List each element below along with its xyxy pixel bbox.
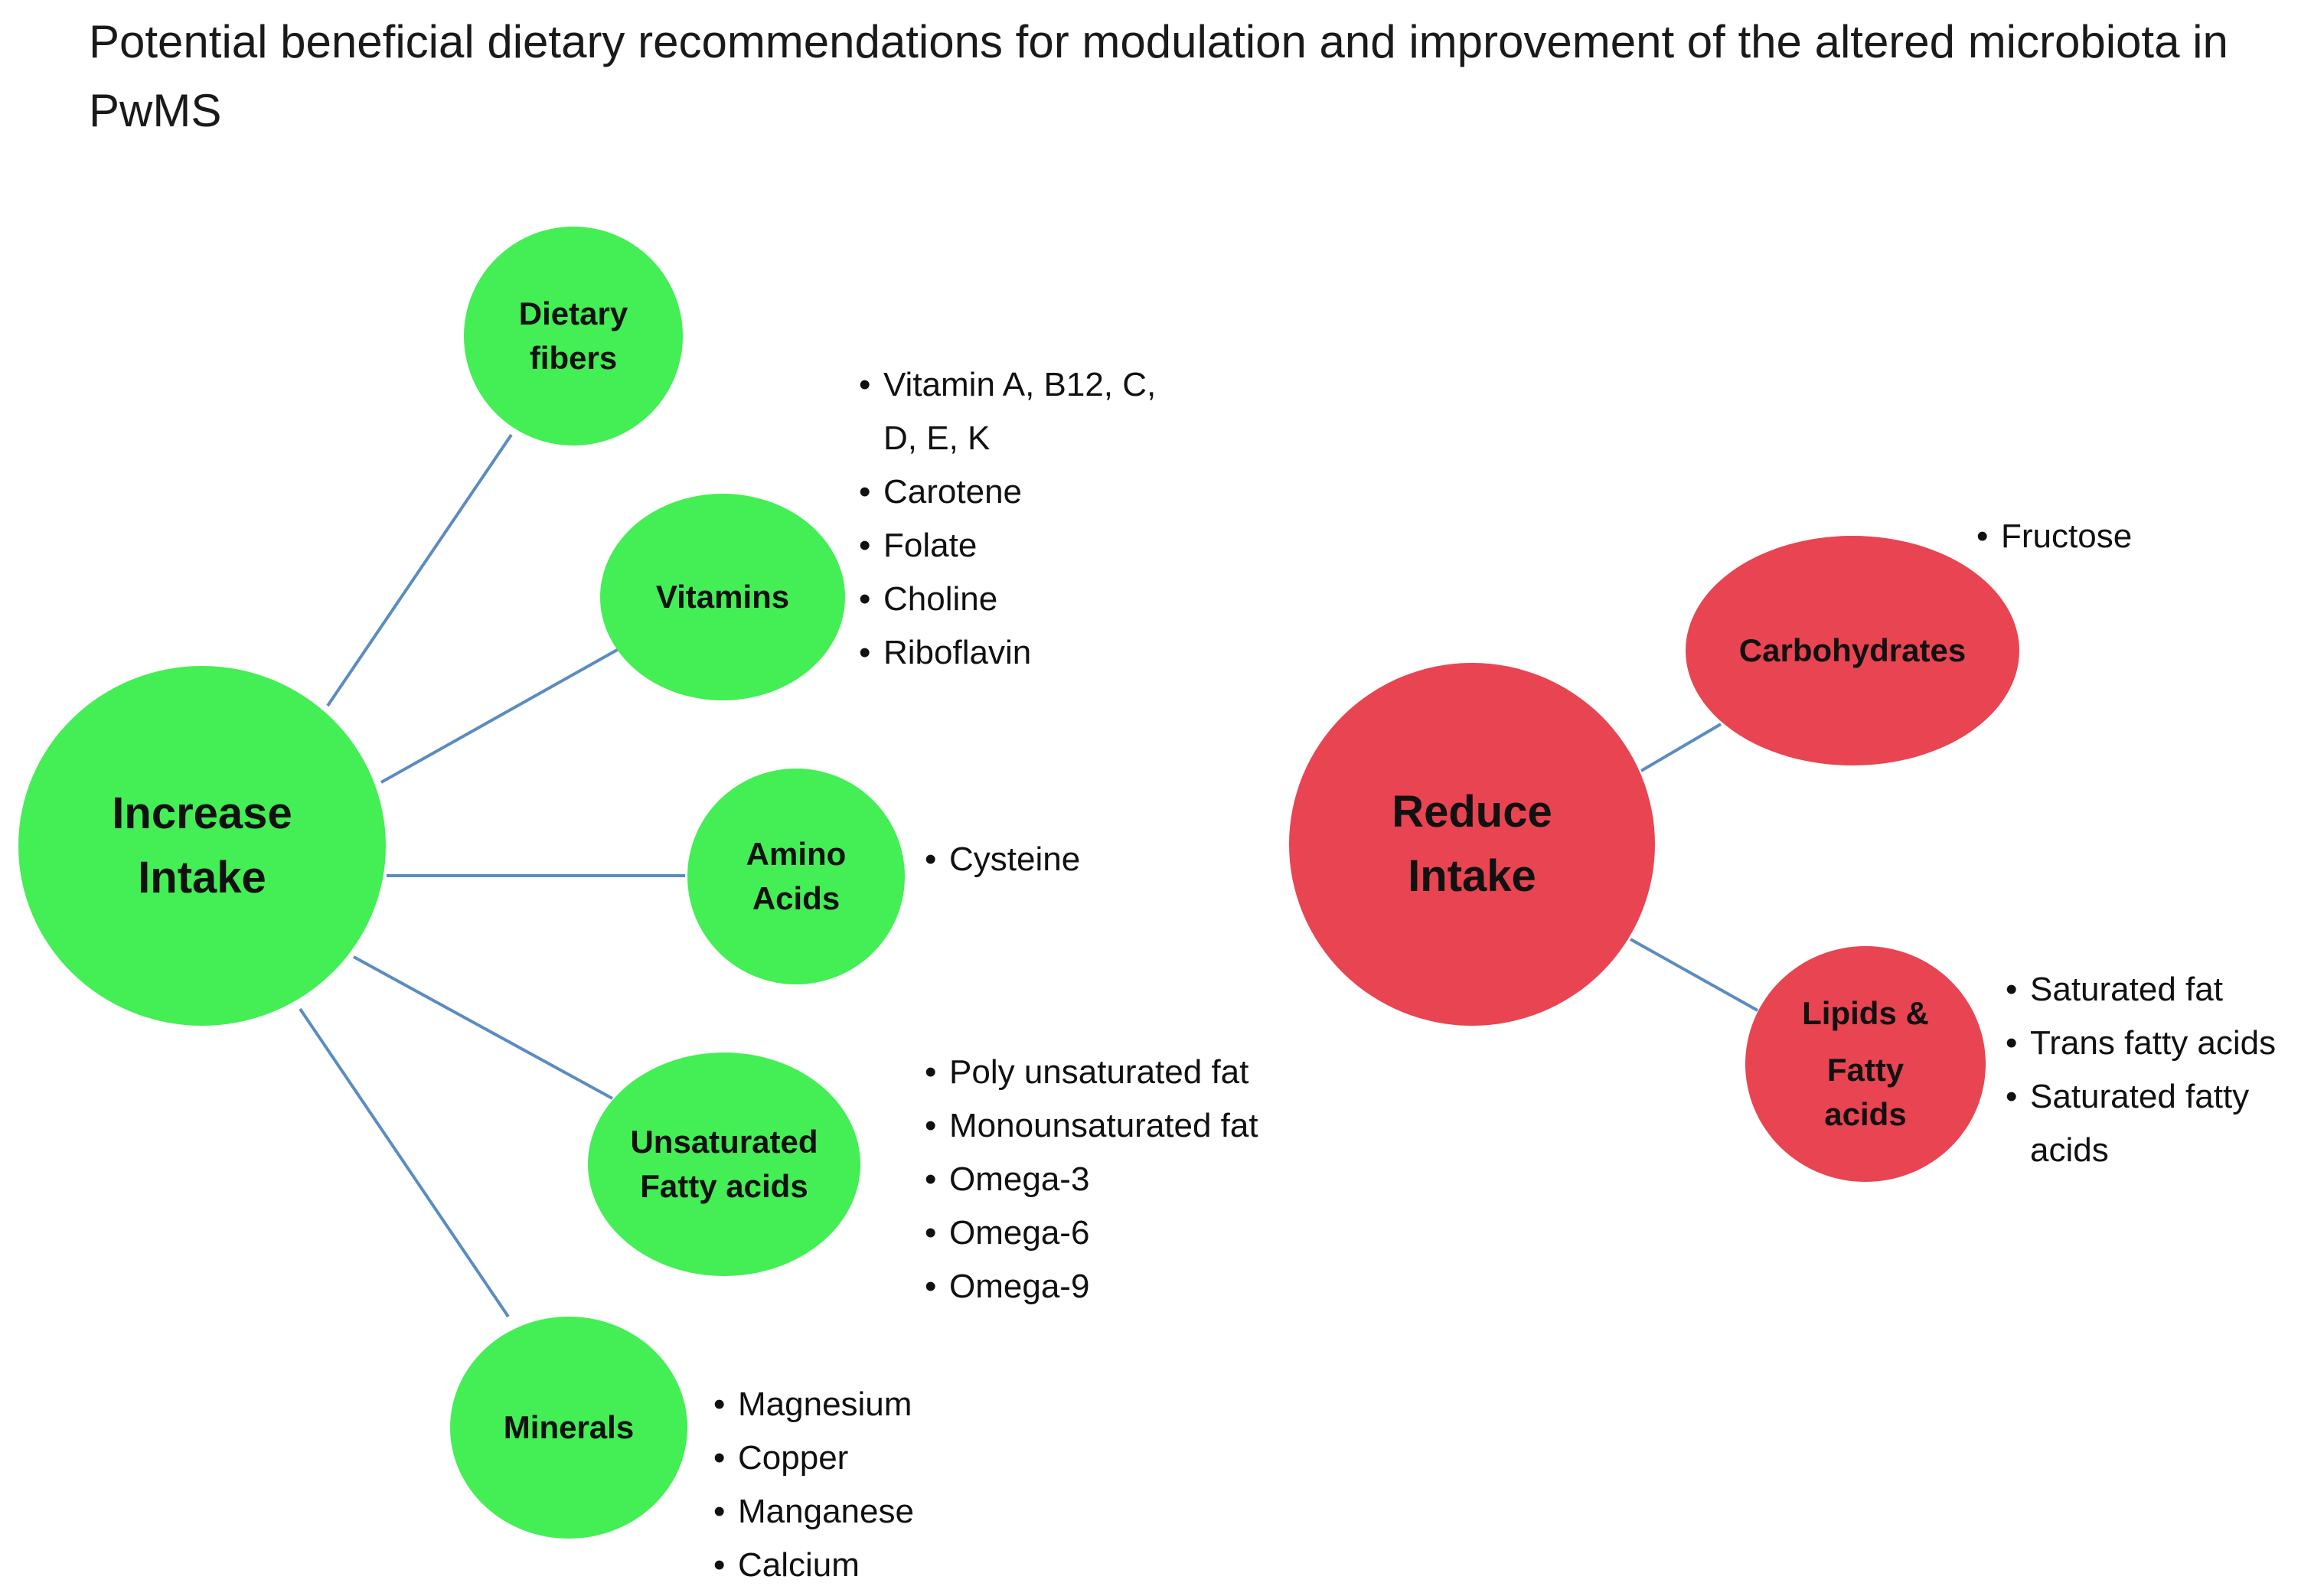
list-item: Riboflavin [857,626,1179,680]
list-item: Monounsaturated fat [923,1099,1398,1153]
increase-intake-node: Increase Intake [18,666,386,1026]
list-item: Folate [857,519,1179,573]
connector-lipids [1630,938,1758,1012]
dietary-fibers-label-2: fibers [529,340,618,376]
connector-vitamins [380,648,619,784]
list-item: Calcium [712,1539,1095,1592]
vitamins-label: Vitamins [655,579,790,615]
list-item: Poly unsaturated fat [923,1046,1398,1099]
amino-acids-label-2: Acids [752,880,840,916]
connector-minerals [299,1007,510,1318]
dietary-fibers-node: Dietary fibers [464,227,683,446]
increase-intake-label-2: Intake [138,853,266,902]
unsaturated-fatty-acids-node: Unsaturated Fatty acids [588,1053,860,1276]
list-item: Omega-3 [923,1153,1398,1206]
lipids-fatty-acids-node: Lipids & Fatty acids [1745,946,1986,1182]
carbohydrates-label: Carbohydrates [1738,632,1967,668]
amino-acids-node: Amino Acids [687,769,905,984]
connector-fibers [326,433,513,707]
list-item: Omega-9 [923,1260,1398,1314]
connector-unsat [353,955,613,1100]
list-item: Saturated fatty acids [2004,1070,2318,1177]
list-item: Carotene [857,465,1179,519]
list-item: Copper [712,1431,1095,1485]
unsaturated-list: Poly unsaturated fat Monounsaturated fat… [923,1046,1398,1314]
connector-carbs [1640,723,1722,772]
amino-acids-list: Cysteine [923,833,1306,886]
increase-intake-label-1: Increase [112,788,292,838]
list-item: Fructose [1975,510,2281,563]
carbohydrates-list: Fructose [1975,510,2281,563]
lipids-list: Saturated fat Trans fatty acids Saturate… [2004,963,2318,1177]
carbohydrates-node: Carbohydrates [1686,536,2019,765]
unsaturated-label-1: Unsaturated [630,1124,818,1160]
minerals-list: Magnesium Copper Manganese Calcium [712,1378,1095,1592]
reduce-intake-label-2: Intake [1408,851,1536,901]
amino-acids-label-1: Amino [746,836,847,872]
minerals-label: Minerals [503,1409,635,1445]
list-item: Magnesium [712,1378,1095,1431]
reduce-intake-label-1: Reduce [1392,787,1552,837]
lipids-label-1: Lipids & [1802,995,1929,1031]
list-item: Saturated fat [2004,963,2318,1017]
lipids-label-2: Fatty [1826,1052,1905,1088]
vitamins-list: Vitamin A, B12, C, D, E, K Carotene Fola… [857,358,1179,680]
reduce-intake-node: Reduce Intake [1289,663,1655,1026]
unsaturated-label-2: Fatty acids [640,1168,808,1204]
vitamins-node: Vitamins [600,494,845,700]
list-item: Trans fatty acids [2004,1017,2318,1070]
list-item: Vitamin A, B12, C, D, E, K [857,358,1179,465]
minerals-node: Minerals [450,1317,687,1539]
list-item: Omega-6 [923,1206,1398,1260]
list-item: Manganese [712,1485,1095,1539]
list-item: Cysteine [923,833,1306,886]
page-title: Potential beneficial dietary recommendat… [89,16,2228,136]
list-item: Choline [857,573,1179,626]
dietary-fibers-label-1: Dietary [518,295,628,331]
lipids-label-3: acids [1824,1096,1907,1132]
